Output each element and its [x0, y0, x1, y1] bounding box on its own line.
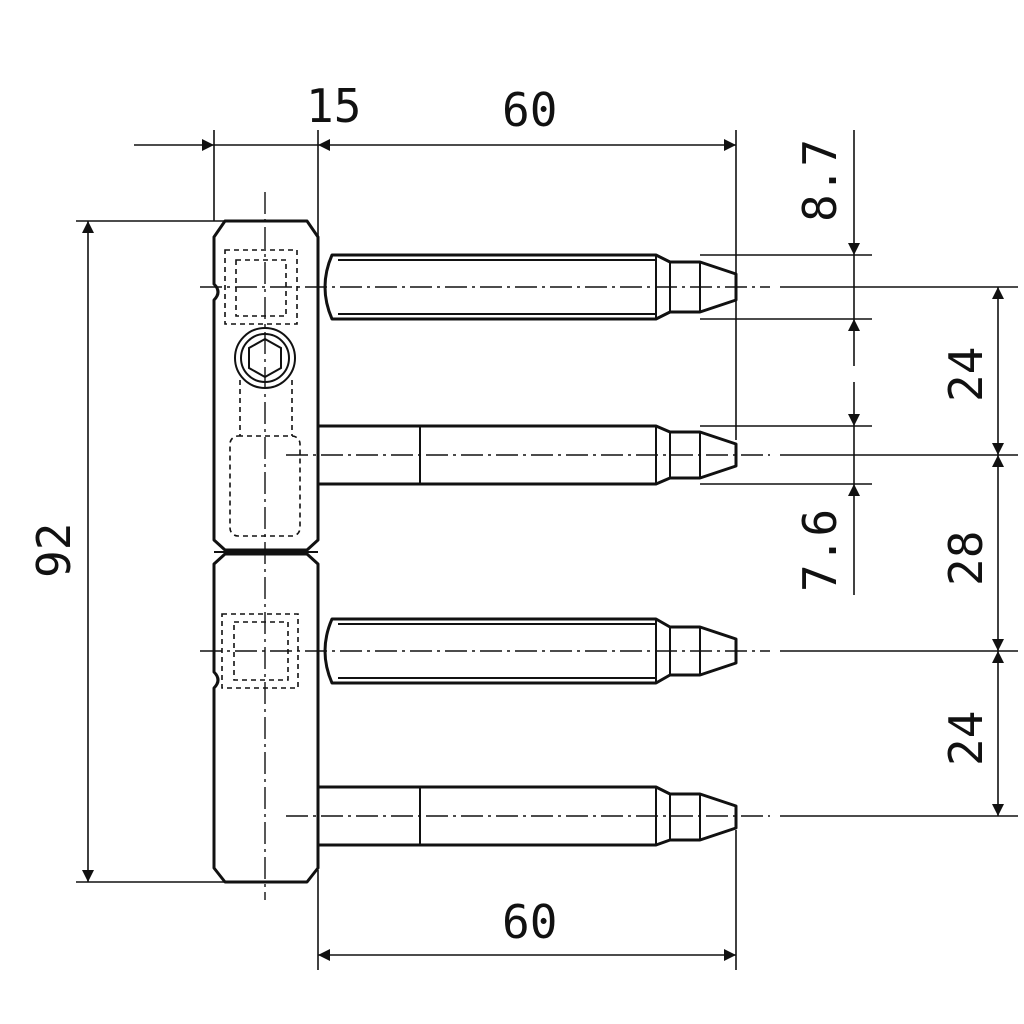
dim-label-92: 92 — [27, 523, 81, 578]
dim-label-15: 15 — [306, 79, 361, 133]
dim-label-28: 28 — [939, 531, 993, 586]
center-lines — [200, 192, 770, 900]
dim-label-60-top: 60 — [502, 83, 557, 137]
dim-label-8-7: 8.7 — [793, 139, 847, 222]
dimension-lines — [82, 130, 1004, 961]
hidden-bore-top-inner — [235, 259, 287, 317]
dim-label-24-lower: 24 — [939, 711, 993, 766]
dimension-labels: 15 60 60 92 8.7 7.6 24 28 24 — [27, 79, 993, 949]
extension-lines — [76, 130, 1018, 970]
dim-label-7-6: 7.6 — [793, 509, 847, 592]
pin-upper-middle — [316, 424, 738, 486]
lower-knuckle — [212, 552, 320, 884]
hinge-body — [212, 219, 320, 884]
upper-knuckle — [212, 219, 320, 552]
dim-label-60-bottom: 60 — [502, 895, 557, 949]
dim-label-24-upper: 24 — [939, 347, 993, 402]
